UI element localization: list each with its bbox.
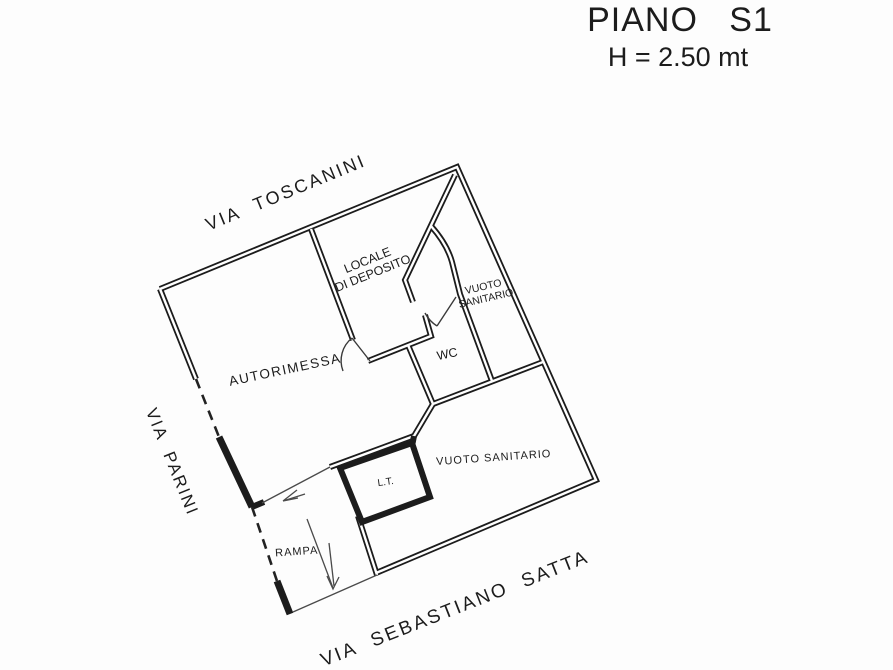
street-boundary-line bbox=[292, 574, 378, 613]
ramp-slope-line-left bbox=[306, 518, 334, 589]
thin-reference-lines bbox=[261, 466, 378, 613]
street-label-via-sebastiano-satta: VIA SEBASTIANO SATTA bbox=[318, 547, 592, 670]
entrance-direction-arrow bbox=[282, 489, 306, 502]
property-boundary-dashed bbox=[194, 378, 279, 582]
ramp-slope-line-right bbox=[328, 542, 335, 587]
garage-threshold-line bbox=[261, 466, 331, 504]
lt-wall-connector-stub bbox=[409, 435, 417, 447]
door-arc-wc-area bbox=[424, 296, 457, 327]
boundary-pier-upper bbox=[215, 435, 256, 509]
room-label-locale-di-deposito: LOCALE DI DEPOSITO bbox=[333, 245, 413, 295]
room-label-lt: L.T. bbox=[377, 476, 394, 489]
lt-room-walls bbox=[336, 439, 434, 526]
street-label-via-parini: VIA PARINI bbox=[142, 405, 202, 518]
room-label-autorimessa: AUTORIMESSA bbox=[227, 350, 342, 388]
room-label-vuoto-sanitario-bottom: VUOTO SANITARIO bbox=[436, 448, 552, 468]
ramp-direction-arrow bbox=[326, 575, 340, 591]
door-swings bbox=[340, 296, 457, 372]
ramp-label: RAMPA bbox=[275, 545, 319, 560]
street-label-via-toscanini: VIA TOSCANINI bbox=[203, 150, 369, 234]
boundary-pier-lower bbox=[273, 579, 294, 616]
plan-title: PIANO S1 bbox=[587, 1, 773, 39]
solid-wall-pieces bbox=[215, 435, 434, 616]
room-label-wc: WC bbox=[436, 345, 459, 363]
door-arc-garage-storage bbox=[340, 337, 371, 372]
ceiling-height-note: H = 2.50 mt bbox=[608, 42, 749, 72]
